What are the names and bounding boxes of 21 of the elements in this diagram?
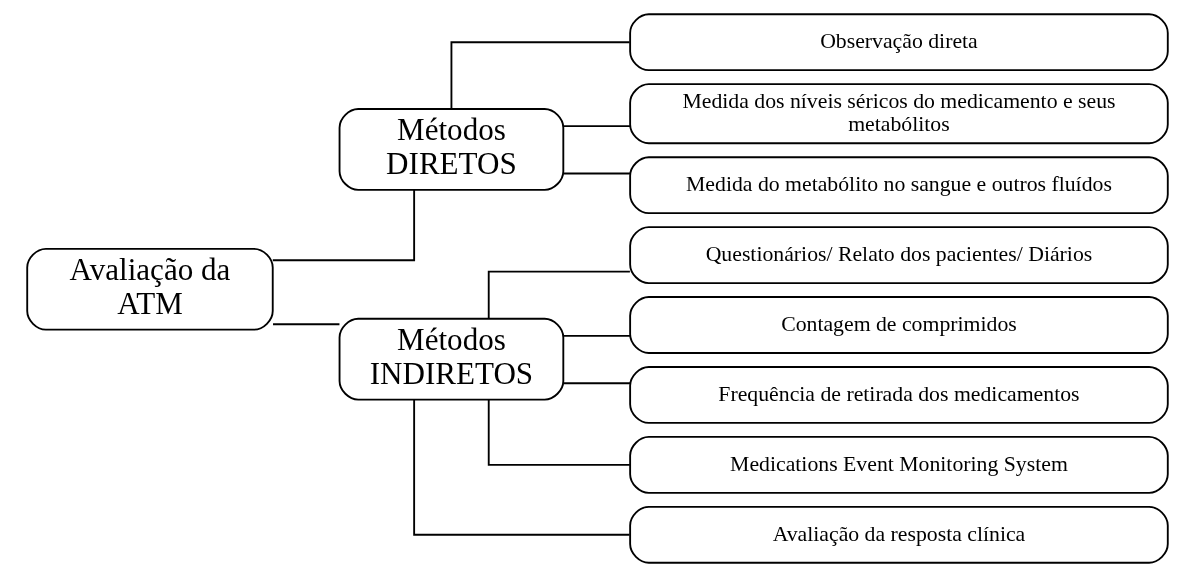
node-box: Métodos INDIRETOS [338, 317, 565, 401]
node-box: Avaliação da resposta clínica [629, 505, 1169, 564]
connector [562, 334, 631, 337]
node-box: Avaliação da ATM [26, 247, 274, 331]
node-box: Observação direta [629, 13, 1169, 72]
connector [562, 125, 631, 128]
connector [487, 398, 631, 466]
node-box: Medications Event Monitoring System [629, 435, 1169, 494]
connector [562, 172, 631, 175]
node-box: Questionários/ Relato dos pacientes/ Diários [629, 226, 1169, 284]
node-box: Frequência de retirada dos medicamentos [629, 366, 1169, 424]
connector [413, 399, 631, 536]
node-box: Contagem de comprimidos [629, 296, 1169, 354]
node-box: Medida do metabólito no sangue e outros fluídos [629, 156, 1169, 215]
node-box: Métodos DIRETOS [338, 108, 565, 191]
connector [562, 382, 631, 385]
node-box: Medida dos níveis séricos do medicamento e seus metabólitos [629, 83, 1169, 145]
connector [271, 189, 416, 262]
connector [487, 270, 631, 320]
connector [450, 41, 631, 110]
connector [272, 323, 341, 326]
